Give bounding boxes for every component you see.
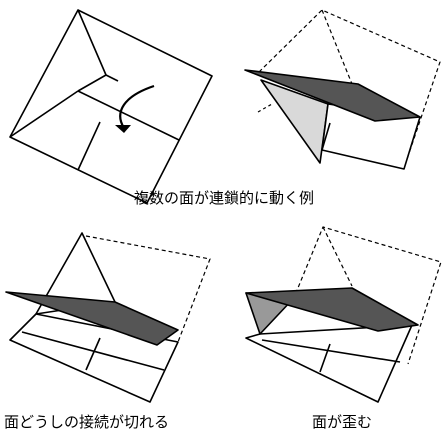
frame-mid	[319, 343, 331, 373]
curved-arrow-icon	[119, 84, 155, 129]
lower-frame	[245, 324, 413, 403]
dashed-stub	[257, 103, 273, 113]
panel-face-distorts	[245, 226, 442, 403]
crease-ridge	[77, 90, 180, 141]
crease-short	[105, 74, 119, 82]
frame-crease	[21, 331, 165, 371]
dashed-outline	[85, 235, 211, 343]
caption-connection-breaks: 面どうしの接続が切れる	[4, 413, 170, 431]
dark-face	[245, 287, 419, 332]
caption-face-distorts: 面が歪む	[312, 413, 373, 431]
caption-chain-move: 複数の面が連鎖的に動く例	[133, 189, 314, 207]
dashed-outline	[292, 226, 442, 365]
frame-crease	[261, 339, 401, 363]
dashed-crease	[322, 226, 353, 287]
panel-square-with-arrow	[9, 9, 213, 204]
crease-lower	[77, 121, 101, 171]
crease-left	[9, 90, 79, 138]
frame-mid	[321, 122, 331, 151]
dark-face	[5, 291, 179, 346]
dashed-outline	[258, 9, 441, 166]
arrow-head	[115, 125, 131, 133]
frame-mid	[85, 337, 101, 371]
square-outline	[9, 9, 213, 204]
panel-connection-breaks	[5, 232, 211, 403]
dark-face	[244, 69, 421, 122]
dashed-crease	[321, 9, 353, 85]
panel-chain-move	[244, 9, 441, 170]
